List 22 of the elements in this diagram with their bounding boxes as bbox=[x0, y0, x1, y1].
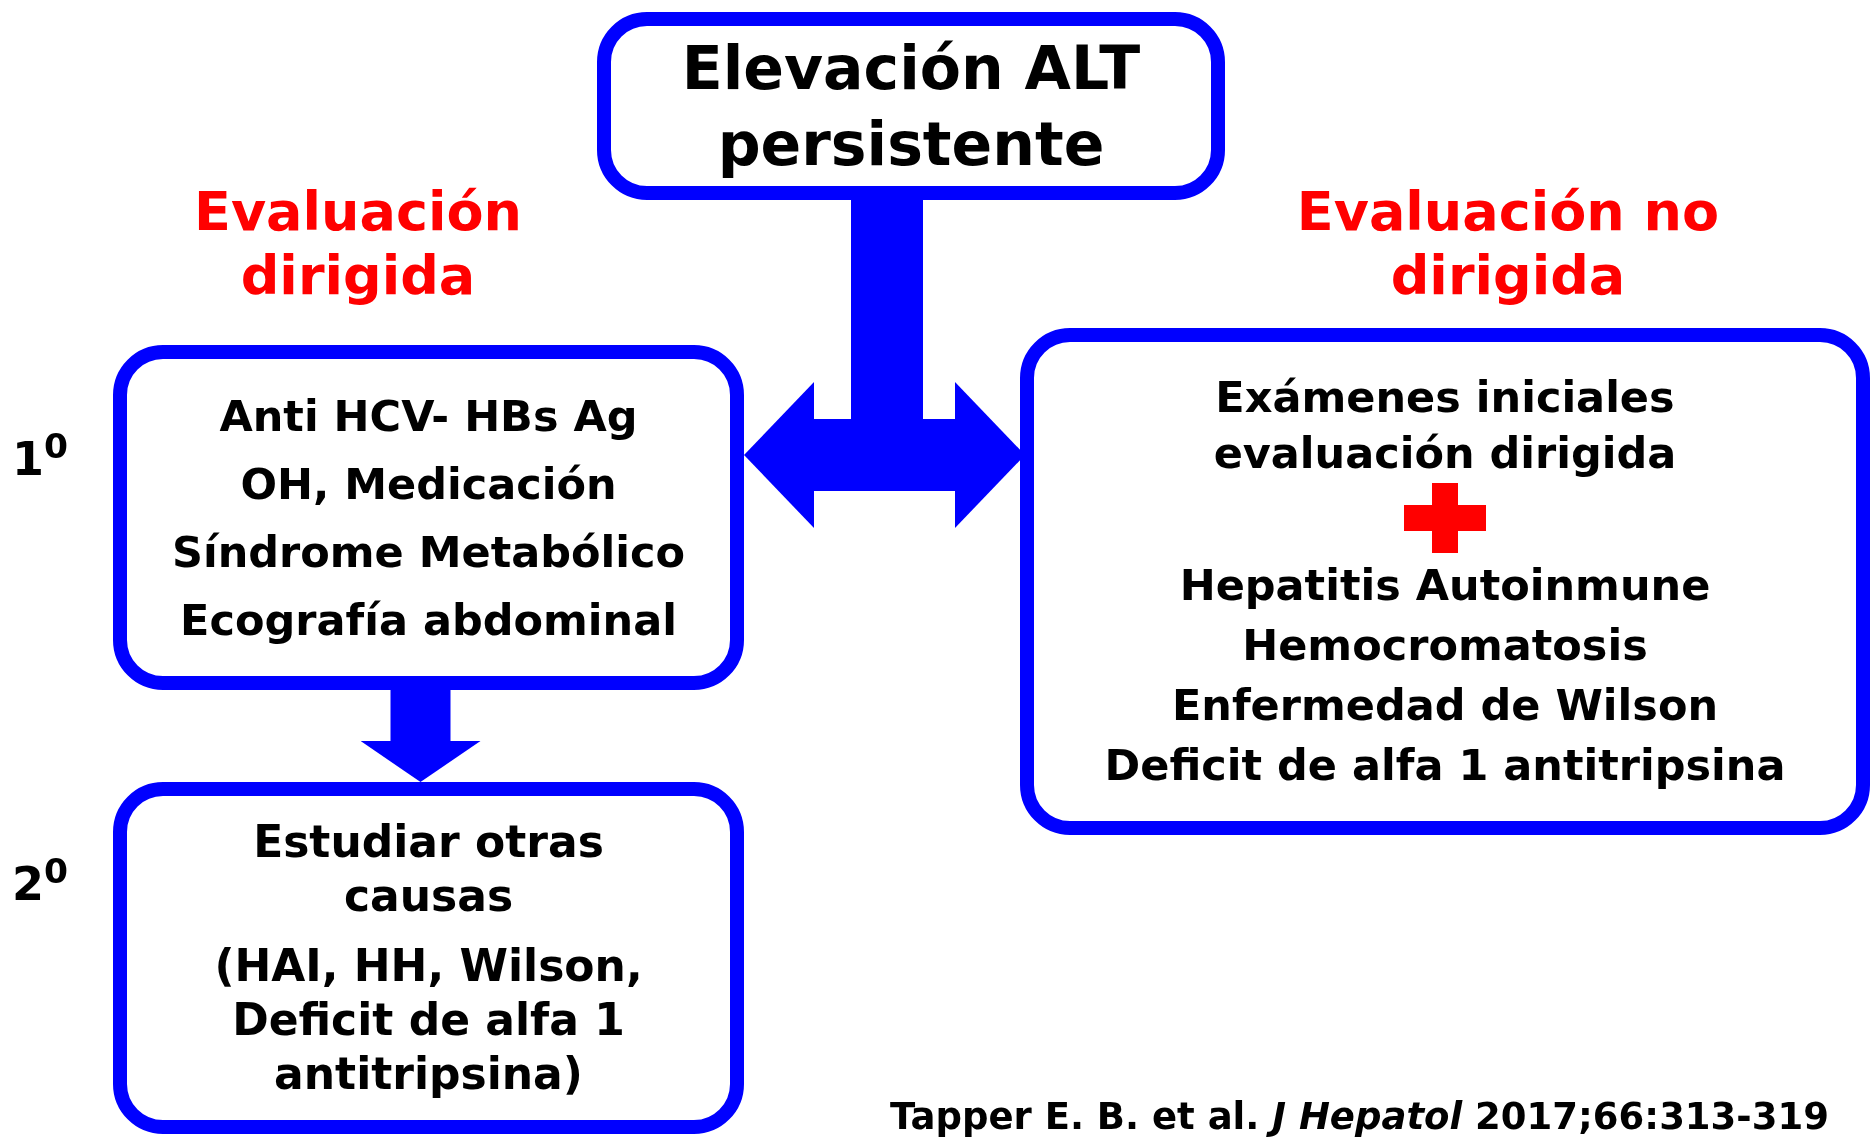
box-text: Anti HCV- HBs Ag bbox=[219, 389, 638, 443]
rounded-box bbox=[113, 345, 744, 690]
box-text: Ecografía abdominal bbox=[180, 593, 677, 647]
box-text: Hepatitis Autoinmune bbox=[1179, 558, 1711, 612]
block-arrow bbox=[360, 690, 481, 782]
box-text: OH, Medicación bbox=[240, 457, 617, 511]
box-text: Exámenes iniciales evaluación dirigida bbox=[1212, 370, 1678, 480]
rounded-box bbox=[113, 782, 744, 1134]
citation: Tapper E. B. et al. J Hepatol 2017;66:313-319 bbox=[890, 1096, 1829, 1138]
box-text: Estudiar otras causas bbox=[252, 815, 605, 923]
box-title: Elevación ALT persistente bbox=[680, 32, 1142, 181]
box-text: Síndrome Metabólico bbox=[171, 525, 686, 579]
box-text: Enfermedad de Wilson bbox=[1171, 678, 1719, 732]
rounded-box bbox=[597, 12, 1225, 200]
step-number: 1$^{0}$ bbox=[12, 425, 69, 488]
rounded-box bbox=[1020, 328, 1870, 835]
box-text: Deficit de alfa 1 antitripsina bbox=[1104, 738, 1786, 792]
box-text: Hemocromatosis bbox=[1242, 618, 1648, 672]
step-number: 2$^{0}$ bbox=[12, 850, 69, 913]
section-heading: Evaluación dirigida bbox=[193, 180, 523, 308]
section-heading: Evaluación no dirigida bbox=[1295, 180, 1721, 308]
box-text: (HAI, HH, Wilson, Deficit de alfa 1 antitripsina) bbox=[213, 939, 644, 1101]
